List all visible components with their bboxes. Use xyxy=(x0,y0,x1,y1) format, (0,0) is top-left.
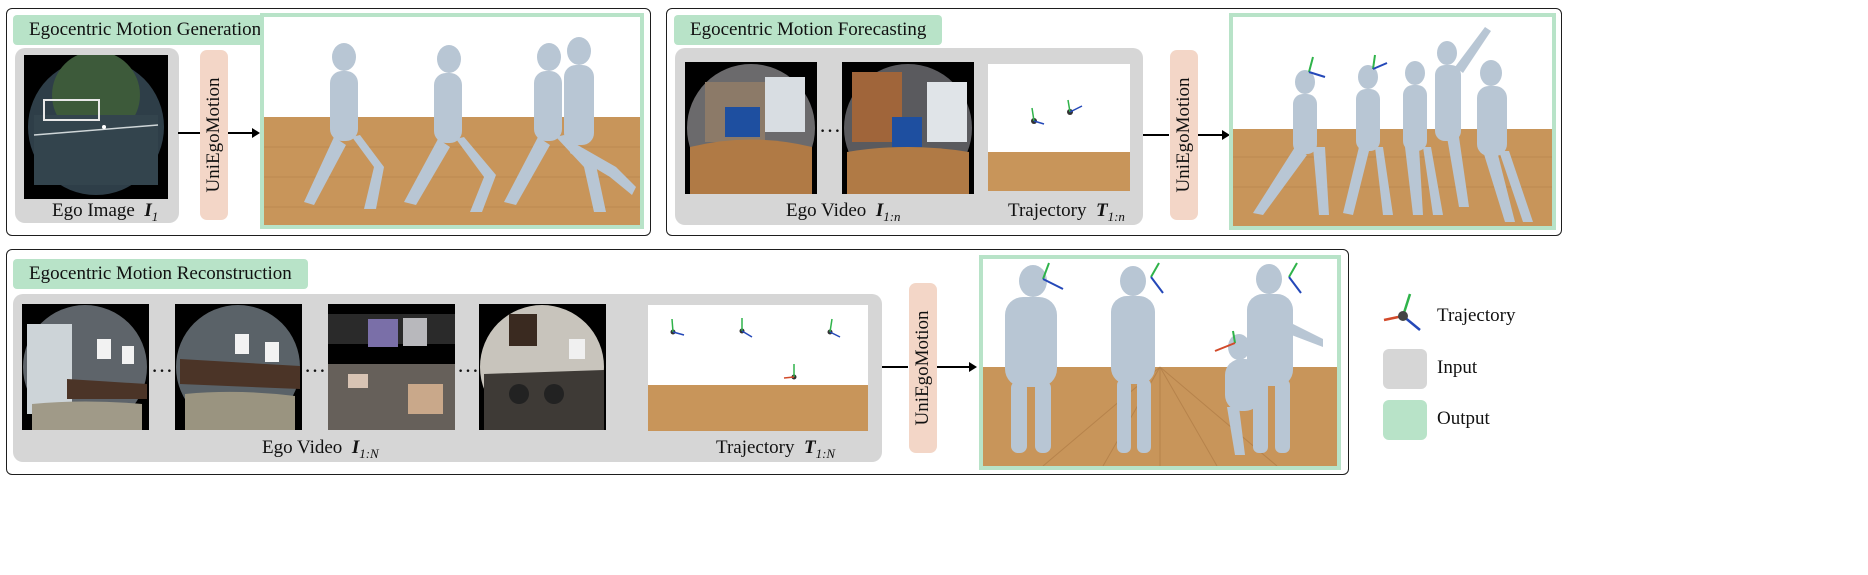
forecasting-model-block: UniEgoMotion xyxy=(1170,50,1198,220)
arrow-line xyxy=(1143,134,1169,136)
legend-output-label: Output xyxy=(1437,408,1490,429)
recon-video-frame-1 xyxy=(22,304,149,430)
forecast-video-caption: Ego Video I1:n xyxy=(786,200,901,224)
arrow-right xyxy=(1198,130,1230,140)
ego-image-fisheye xyxy=(24,55,168,199)
recon-video-frame-2 xyxy=(175,304,302,430)
reconstruction-output-render xyxy=(979,255,1341,470)
legend-input-label: Input xyxy=(1437,357,1478,378)
recon-video-caption: Ego Video I1:N xyxy=(262,437,379,461)
reconstruction-title: Egocentric Motion Reconstruction xyxy=(13,259,308,289)
recon-video-frame-3 xyxy=(328,304,455,430)
recon-video-frame-4 xyxy=(479,304,606,430)
trajectory-axis-icon xyxy=(1031,107,1045,125)
arrow-line xyxy=(178,132,202,134)
generation-output-render xyxy=(260,13,644,229)
legend-output-swatch xyxy=(1383,400,1427,440)
forecast-video-frame-first xyxy=(685,62,817,194)
arrow-right xyxy=(228,128,260,138)
forecasting-output-render xyxy=(1229,13,1556,230)
generation-title: Egocentric Motion Generation xyxy=(13,15,278,45)
recon-trajectory-caption: Trajectory T1:N xyxy=(716,437,836,461)
forecast-trajectory-render xyxy=(988,64,1130,191)
recon-ellipsis-2: … xyxy=(304,352,328,377)
trajectory-axis-icon xyxy=(1067,99,1083,115)
forecast-ellipsis: … xyxy=(819,112,843,137)
forecast-video-frame-last xyxy=(842,62,974,194)
legend-input-swatch xyxy=(1383,349,1427,389)
recon-ellipsis-3: … xyxy=(457,352,481,377)
reconstruction-model-block: UniEgoMotion xyxy=(909,283,937,453)
arrow-line xyxy=(882,366,908,368)
recon-ellipsis-1: … xyxy=(151,352,175,377)
forecast-trajectory-caption: Trajectory T1:n xyxy=(1008,200,1125,224)
ego-image-caption: Ego Image I1 xyxy=(52,200,159,224)
trajectory-legend-icon xyxy=(1383,293,1421,331)
forecasting-title: Egocentric Motion Forecasting xyxy=(674,15,943,45)
arrow-right xyxy=(937,362,977,372)
recon-trajectory-render xyxy=(648,305,868,431)
legend-trajectory-label: Trajectory xyxy=(1437,305,1516,326)
generation-model-block: UniEgoMotion xyxy=(200,50,228,220)
